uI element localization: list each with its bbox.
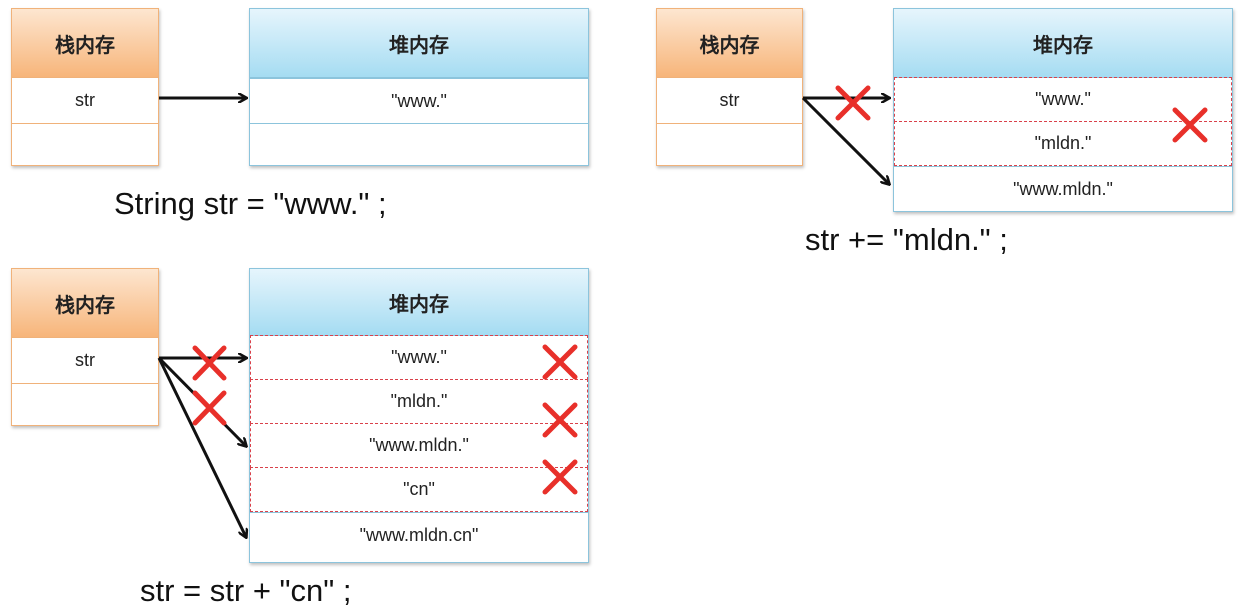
heap-item-garbage: "cn"	[250, 467, 588, 512]
cross-icon	[1172, 107, 1208, 143]
stack-memory-3: 栈内存 str	[11, 268, 159, 426]
stack-var: str	[719, 90, 740, 110]
stack-header: 栈内存	[657, 9, 802, 78]
code-line-2: str += "mldn." ;	[805, 222, 1008, 257]
heap-item: "www.mldn.cn"	[250, 512, 588, 557]
cross-icon	[192, 390, 227, 426]
heap-item-garbage: "mldn."	[894, 121, 1232, 166]
heap-item: "www.mldn."	[894, 166, 1232, 211]
heap-memory-3: 堆内存 "www." "mldn." "www.mldn." "cn" "www…	[249, 268, 589, 563]
reference-arrow	[801, 96, 889, 184]
cross-icon	[835, 85, 871, 121]
heap-header: 堆内存	[894, 9, 1232, 78]
heap-item: "www."	[250, 78, 588, 123]
stack-empty	[657, 123, 802, 168]
reference-arrow	[157, 357, 246, 537]
heap-header: 堆内存	[250, 9, 588, 78]
cross-icon	[542, 402, 578, 438]
cross-icon	[542, 344, 578, 380]
heap-empty	[250, 123, 588, 168]
stack-header: 栈内存	[12, 9, 158, 78]
stack-empty	[12, 383, 158, 428]
stack-var: str	[75, 90, 95, 110]
stack-header: 栈内存	[12, 269, 158, 338]
stack-var: str	[75, 350, 95, 370]
heap-header: 堆内存	[250, 269, 588, 336]
code-line-1: String str = "www." ;	[114, 186, 387, 221]
code-line-3: str = str + "cn" ;	[140, 573, 352, 608]
stack-memory-2: 栈内存 str	[656, 8, 803, 166]
stack-empty	[12, 123, 158, 168]
cross-icon	[192, 345, 227, 381]
heap-memory-1: 堆内存 "www."	[249, 8, 589, 166]
cross-icon	[542, 459, 578, 495]
stack-memory-1: 栈内存 str	[11, 8, 159, 166]
